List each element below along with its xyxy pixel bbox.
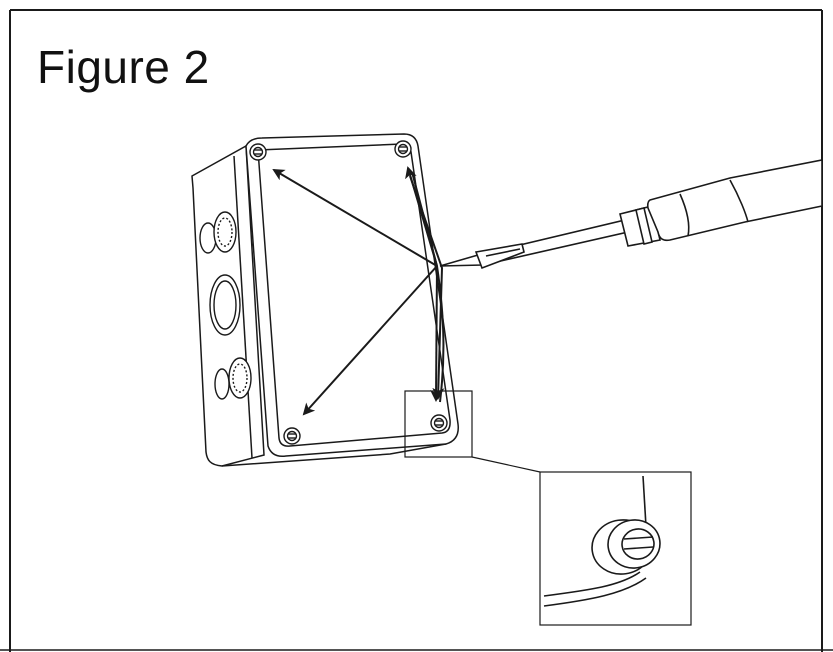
detail-magnified-box (539, 471, 692, 626)
arrow-to-bottom-right (430, 265, 443, 402)
screw-bottom-left-icon (283, 427, 301, 445)
screw-bottom-right-icon (430, 414, 448, 432)
magnified-screw-icon (543, 475, 661, 607)
screw-top-right-icon (394, 140, 412, 158)
detail-source-box (404, 390, 473, 458)
arrow-to-top-left (272, 168, 438, 267)
page-border (9, 9, 823, 652)
detail-callout (404, 390, 692, 626)
callout-leader (471, 456, 541, 473)
screw-top-left-icon (249, 143, 267, 161)
cable-knockouts (199, 211, 252, 400)
screwdriver-icon (439, 159, 823, 270)
figure-title: Figure 2 (37, 41, 210, 93)
arrow-to-bottom-left (302, 265, 438, 416)
arrow-curve-c (409, 175, 445, 400)
direction-arrows (272, 166, 445, 416)
